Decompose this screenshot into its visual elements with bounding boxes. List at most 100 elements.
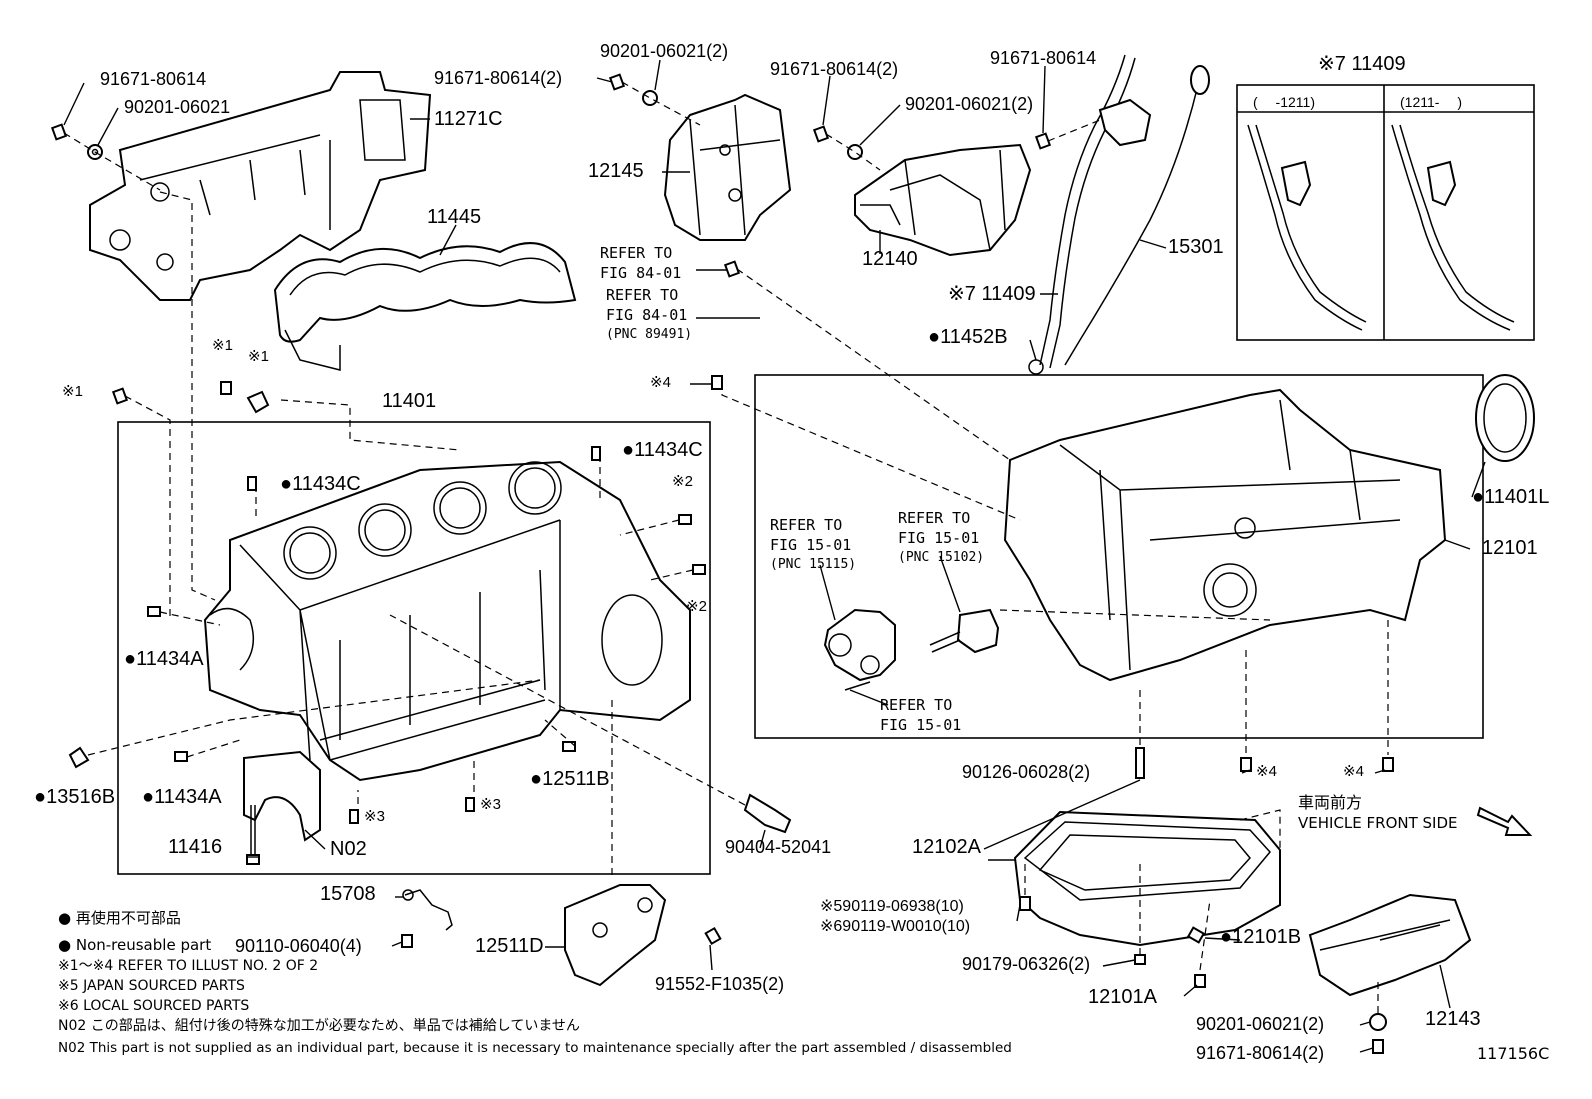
sensor-90404: [743, 793, 792, 834]
figure-code: 117156C: [1477, 1044, 1550, 1063]
label-x1-c: ※1: [62, 383, 83, 400]
label-x3-a: ※3: [364, 808, 385, 825]
label-x1-b: ※1: [248, 348, 269, 365]
label-15301: 15301: [1168, 236, 1224, 258]
oil-seal-11401l: [1475, 374, 1535, 462]
leader-lines: [63, 59, 1486, 1053]
cylinder-block-frame: [117, 421, 711, 875]
label-11434c-a: ●11434C: [622, 439, 703, 461]
legend-n02-en: N02 This part is not supplied as an indi…: [58, 1040, 1012, 1056]
label-refer-84-a2: FIG 84-01: [600, 264, 682, 282]
label-90201-06021-2b: 90201-06021(2): [905, 94, 1034, 114]
label-11401l: ●11401L: [1472, 486, 1550, 508]
label-91671-80614: 91671-80614: [100, 69, 207, 89]
label-refer-15-a2: FIG 15-01: [770, 536, 852, 554]
label-11434c-b: ●11434C: [280, 473, 361, 495]
label-12511b: ●12511B: [530, 768, 610, 790]
timing-cover-11271c: [89, 71, 432, 301]
label-x4-b: ※4: [1256, 763, 1277, 780]
legend-n02-jp: N02 この部品は、組付け後の特殊な加工が必要なため、単品では補給していません: [58, 1018, 580, 1034]
label-91671-80614-2b: 91671-80614(2): [770, 59, 899, 79]
label-90179-06326: 90179-06326(2): [962, 954, 1091, 974]
connection-lines: [63, 81, 1389, 1013]
label-refer-84-b1: REFER TO: [606, 286, 679, 304]
label-11416: 11416: [168, 836, 223, 858]
label-refer-15-c2: FIG 15-01: [880, 716, 962, 734]
label-90201-06021-2c: 90201-06021(2): [1196, 1014, 1325, 1034]
label-n02: N02: [330, 838, 367, 860]
label-91671-80614-2: 91671-80614(2): [434, 68, 563, 88]
pipe-15708: [402, 889, 453, 931]
label-90201-06021-2: 90201-06021(2): [600, 41, 729, 61]
legend-jp-nonreusable: ● 再使用不可部品: [58, 909, 181, 927]
label-11445: 11445: [427, 206, 482, 228]
oil-pan-upper-12101: [1003, 388, 1447, 682]
label-refer-15-b1: REFER TO: [898, 509, 971, 527]
label-12101b: ●12101B: [1220, 926, 1302, 948]
bolt-11416: [246, 805, 260, 865]
label-refer-84-b3: (PNC 89491): [606, 327, 693, 342]
label-12101: 12101: [1482, 537, 1538, 559]
label-91671-80614-2c: 91671-80614(2): [1196, 1043, 1325, 1063]
label-90110-06040: 90110-06040(4): [235, 936, 362, 956]
label-11434a-b: ●11434A: [142, 786, 222, 808]
oil-pan-upper-frame: [754, 374, 1484, 739]
label-12101a: 12101A: [1088, 986, 1157, 1008]
legend-en-nonreusable: ● Non-reusable part: [58, 936, 212, 954]
legend-x6-note: ※6 LOCAL SOURCED PARTS: [58, 998, 250, 1014]
cylinder-block-11401: [203, 460, 691, 782]
label-12140: 12140: [862, 248, 918, 270]
label-11271c: 11271C: [434, 108, 503, 130]
label-x1-a: ※1: [212, 337, 233, 354]
cover-12145: [663, 93, 792, 241]
bearing-cap-n02: [243, 750, 321, 842]
oil-pump-parts: [823, 608, 1000, 691]
label-12143: 12143: [1425, 1008, 1481, 1030]
label-x2-a: ※2: [672, 473, 693, 490]
label-12145: 12145: [588, 160, 644, 182]
label-refer-15-b3: (PNC 15102): [898, 550, 985, 565]
dipstick-variant-frame: [1236, 84, 1535, 341]
label-refer-15-a3: (PNC 15115): [770, 557, 857, 572]
label-11409-box: ※7 11409: [1318, 53, 1406, 75]
label-refer-15-b2: FIG 15-01: [898, 529, 980, 547]
dipstick-assembly: [1028, 54, 1210, 375]
legend-ref-note: ※1～※4 REFER TO ILLUST NO. 2 OF 2: [58, 958, 319, 974]
label-91671-80614-b: 91671-80614: [990, 48, 1097, 68]
label-x4-a: ※4: [650, 374, 671, 391]
label-x4-c: ※4: [1343, 763, 1364, 780]
label-refer-84-a1: REFER TO: [600, 244, 673, 262]
label-11452b: ●11452B: [928, 326, 1008, 348]
bracket-12511d: [564, 884, 667, 987]
legend-x5-note: ※5 JAPAN SOURCED PARTS: [58, 978, 245, 994]
label-refer-84-b2: FIG 84-01: [606, 306, 688, 324]
label-90201-06021: 90201-06021: [124, 97, 231, 117]
label-12511d: 12511D: [475, 935, 544, 957]
label-12102a: 12102A: [912, 836, 981, 858]
label-11434a-a: ●11434A: [124, 648, 204, 670]
label-refer-15-a1: REFER TO: [770, 516, 843, 534]
label-13516b: ●13516B: [34, 786, 116, 808]
label-90119-06938: ※590119-06938(10): [820, 898, 964, 915]
label-90119-w0010: ※690119-W0010(10): [820, 918, 971, 935]
label-front-jp: 車両前方: [1298, 793, 1363, 812]
dipstick-variants: [1247, 124, 1515, 331]
label-15708: 15708: [320, 883, 376, 905]
label-box-col1: ( -1211): [1253, 94, 1315, 110]
label-box-col2: (1211- ): [1400, 94, 1462, 110]
baffle-12143: [1308, 893, 1472, 997]
cover-12140: [854, 143, 1032, 257]
label-11401: 11401: [382, 390, 437, 412]
label-91552-f1035: 91552-F1035(2): [655, 974, 785, 994]
label-11409: ※7 11409: [948, 283, 1036, 305]
oil-pan-12102a: [1013, 810, 1281, 947]
label-x2-b: ※2: [686, 598, 707, 615]
label-refer-15-c1: REFER TO: [880, 696, 953, 714]
gasket-11445: [273, 242, 577, 371]
label-front-en: VEHICLE FRONT SIDE: [1298, 814, 1458, 832]
label-90404-52041: 90404-52041: [725, 837, 832, 857]
label-x3-b: ※3: [480, 796, 501, 813]
label-90126-06028: 90126-06028(2): [962, 762, 1091, 782]
